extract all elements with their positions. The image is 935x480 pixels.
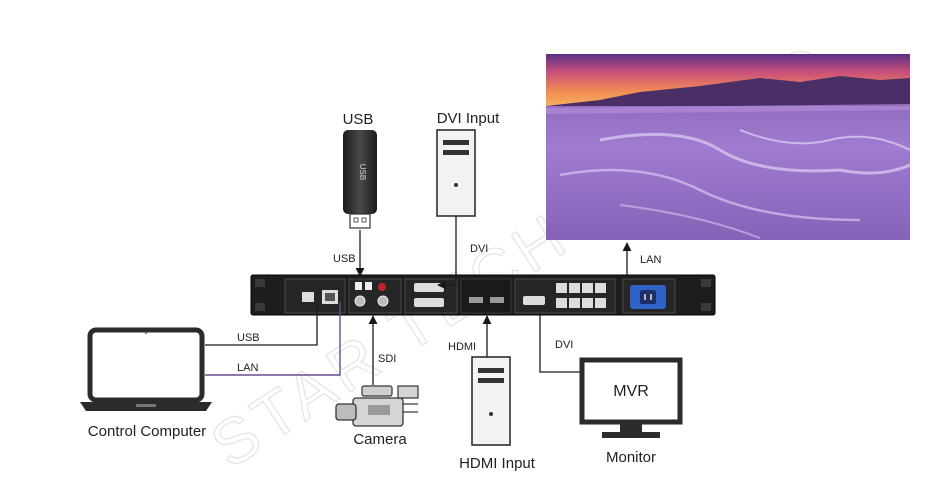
pc-usb-link-label: USB bbox=[237, 332, 260, 344]
camera-icon bbox=[335, 385, 419, 427]
pc-tower-icon bbox=[436, 129, 476, 217]
hdmi-link-label: HDMI bbox=[448, 341, 476, 353]
monitor-screen-text: MVR bbox=[613, 383, 649, 400]
usb-drive-body-text: USB bbox=[358, 164, 367, 180]
usb-link-label: USB bbox=[333, 253, 356, 265]
monitor-icon bbox=[579, 357, 683, 438]
dvi-input-title: DVI Input bbox=[437, 110, 500, 127]
control-computer-title: Control Computer bbox=[88, 423, 206, 440]
pc-lan-link-label: LAN bbox=[237, 362, 258, 374]
video-processor-icon bbox=[250, 274, 716, 316]
usb-drive-icon: USB bbox=[343, 130, 377, 229]
dvi-in-link-label: DVI bbox=[470, 243, 488, 255]
lan-out-link-label: LAN bbox=[640, 254, 661, 266]
pc-tower-icon bbox=[471, 356, 511, 446]
dvi-out-link-label: DVI bbox=[555, 339, 573, 351]
laptop-icon bbox=[80, 327, 212, 411]
usb-title: USB bbox=[343, 111, 374, 128]
monitor-title: Monitor bbox=[606, 449, 656, 466]
camera-title: Camera bbox=[353, 431, 407, 448]
sdi-link-label: SDI bbox=[378, 353, 396, 365]
led-screen-icon bbox=[546, 54, 911, 240]
hdmi-input-title: HDMI Input bbox=[459, 455, 536, 472]
pc-lan-line bbox=[205, 302, 341, 376]
